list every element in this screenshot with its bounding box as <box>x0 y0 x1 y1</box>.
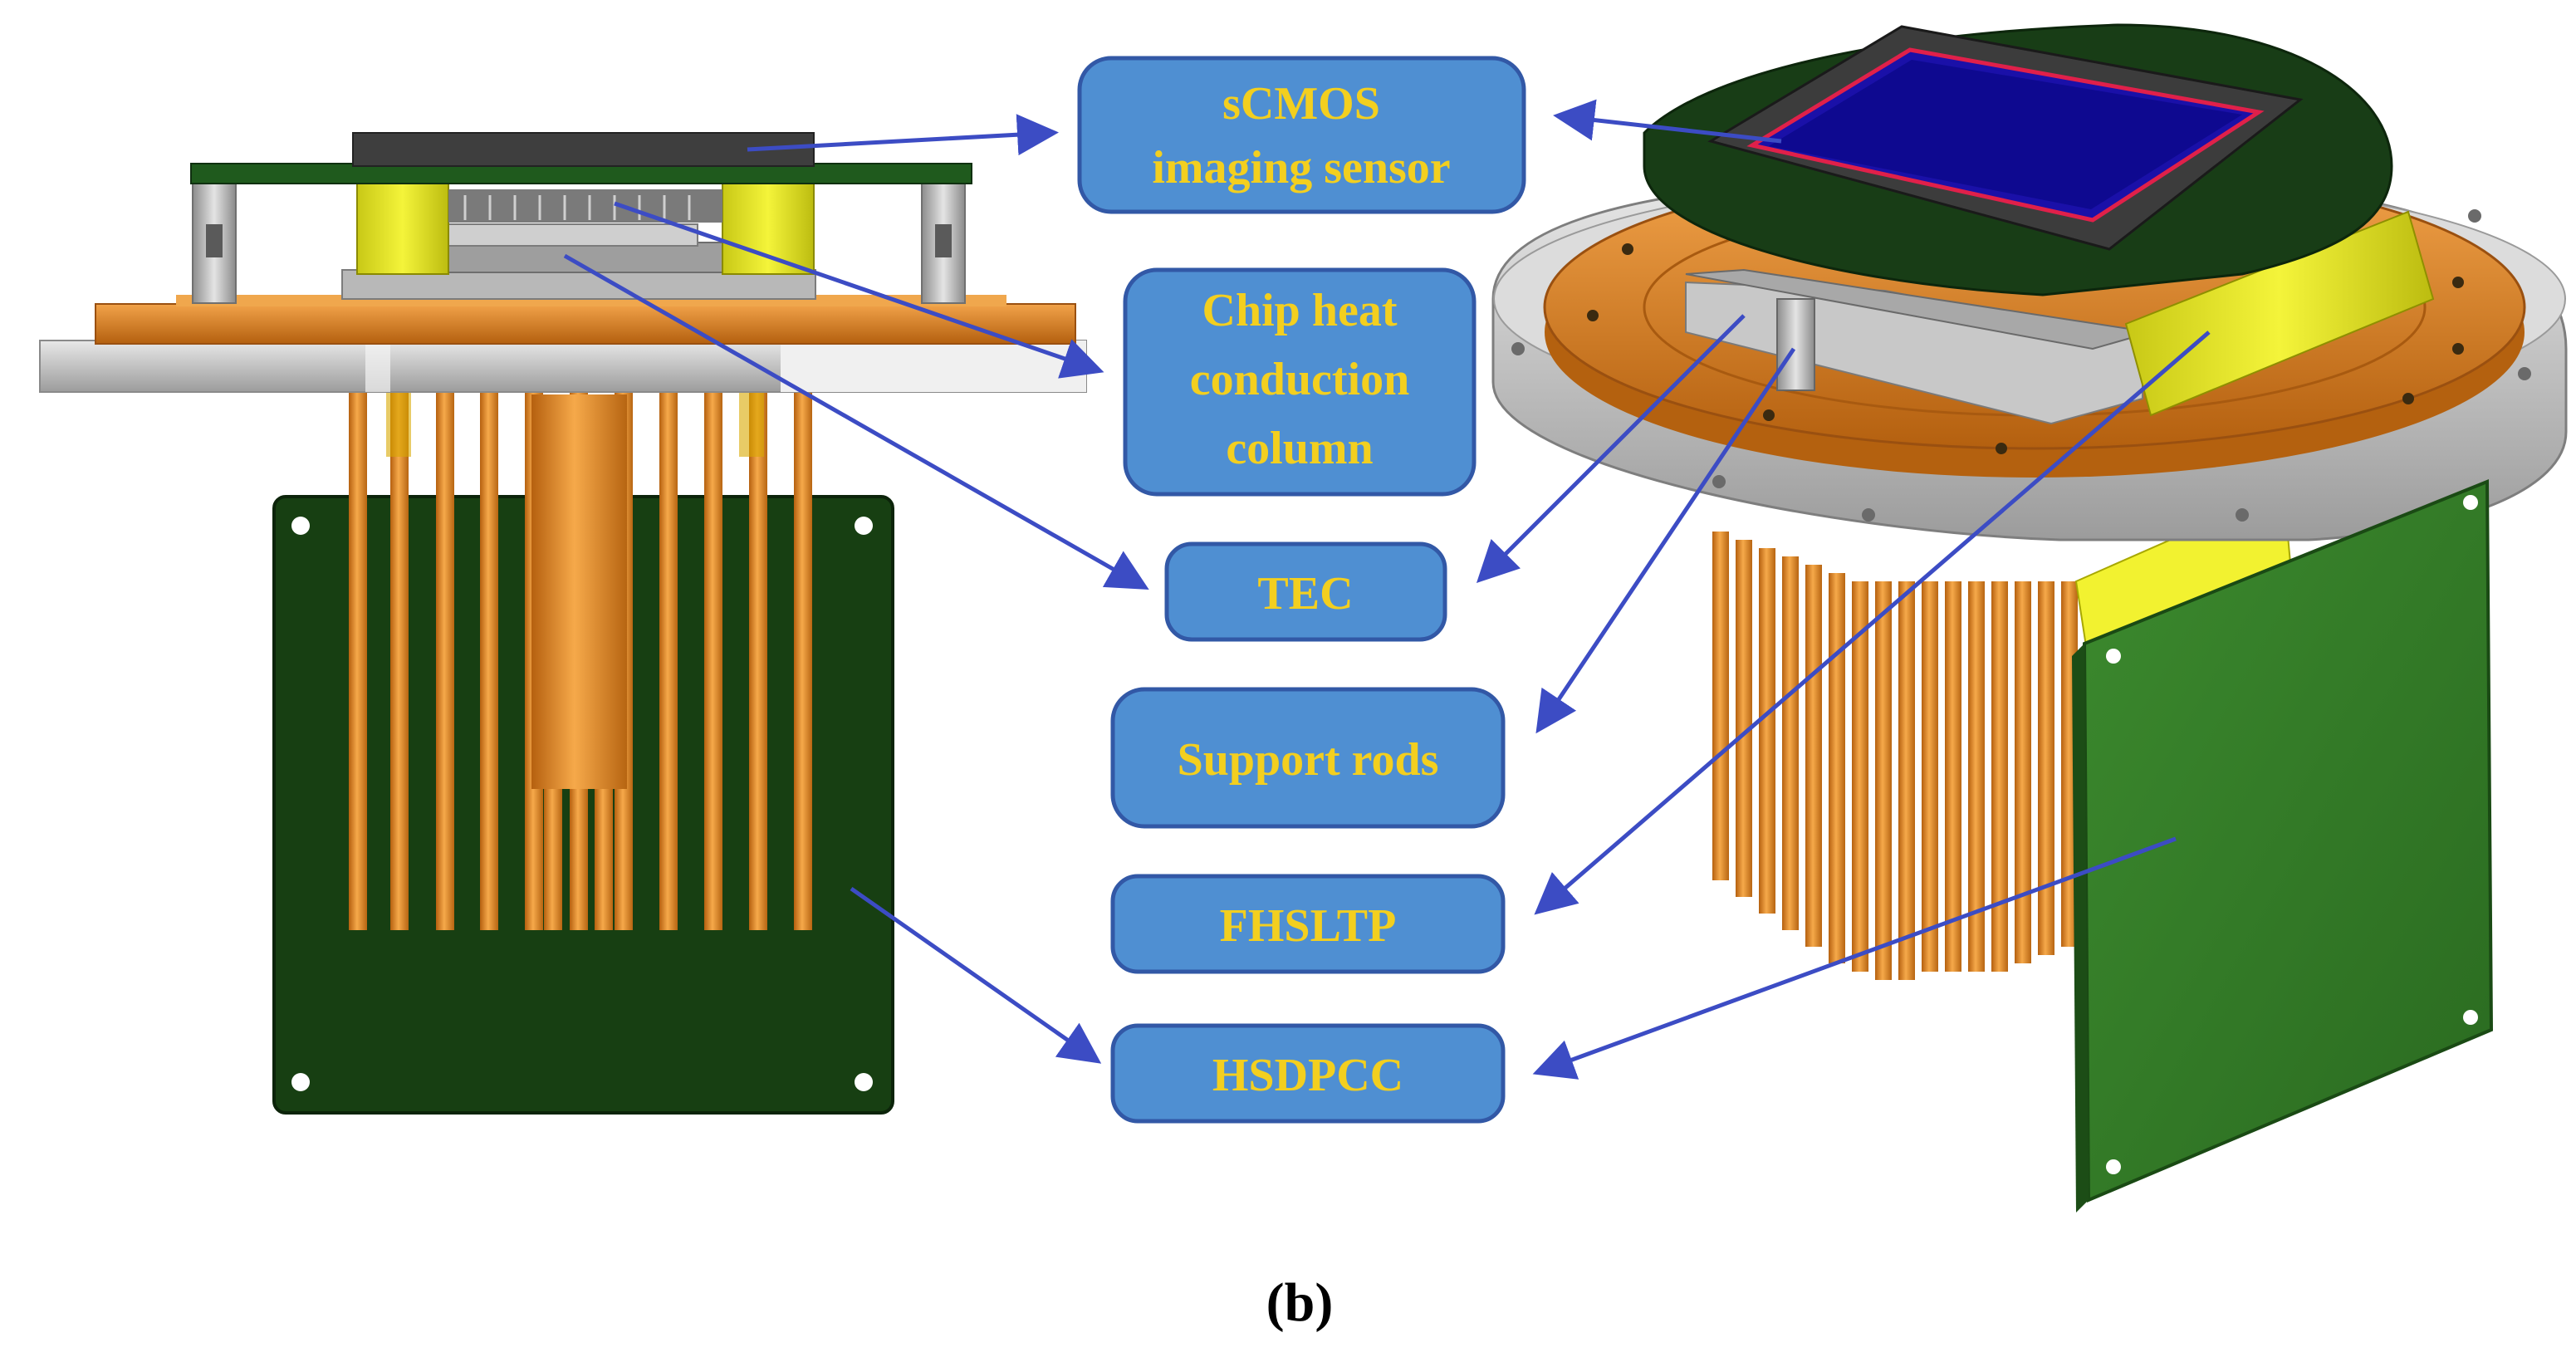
right-board-hole <box>2463 1010 2478 1025</box>
label-chip-line1: Chip heat <box>1202 285 1398 336</box>
arrow-support-rods-right <box>1535 347 1796 734</box>
left-board-hole <box>855 1073 873 1091</box>
label-tec: TEC <box>1257 568 1353 620</box>
left-board-hole <box>855 517 873 535</box>
arrow-scmos-right <box>1553 99 1782 144</box>
label-fhsltp-box: FHSLTP <box>1110 874 1506 974</box>
label-chip-line3: column <box>1226 423 1373 474</box>
right-assembly-3d-view <box>1491 23 2568 1213</box>
left-heat-pipes <box>349 390 812 930</box>
left-board-hole <box>291 1073 310 1091</box>
label-hsdpcc-box: HSDPCC <box>1110 1023 1506 1124</box>
label-support-rods-box: Support rods <box>1110 687 1506 829</box>
label-fhsltp: FHSLTP <box>1220 900 1397 952</box>
left-fhsltp-block <box>722 182 815 275</box>
arrow-fhsltp-right <box>1534 331 2211 915</box>
arrow-chip-left <box>614 201 1104 379</box>
left-board-hole <box>291 517 310 535</box>
arrow-hsdpcc-right <box>1532 836 2177 1080</box>
label-chip-line2: conduction <box>1190 354 1410 405</box>
label-hsdpcc: HSDPCC <box>1212 1050 1403 1101</box>
label-scmos-line1: sCMOS <box>1222 78 1380 130</box>
right-board-hole <box>2106 1159 2121 1174</box>
figure-caption: (b) <box>1266 1272 1334 1333</box>
label-tec-box: TEC <box>1164 541 1447 642</box>
right-heat-pipes <box>1712 532 2078 980</box>
arrow-tec-right <box>1476 314 1746 584</box>
arrow-tec-left <box>563 253 1149 590</box>
left-scmos-sensor <box>352 132 815 167</box>
label-scmos-line2: imaging sensor <box>1152 142 1450 194</box>
left-fhsltp-block <box>356 182 449 275</box>
arrow-scmos-left <box>747 114 1059 156</box>
leader-arrows <box>563 99 2211 1080</box>
right-support-rod <box>1776 298 1815 391</box>
left-assembly-side-view <box>39 132 1087 1115</box>
right-board-hole <box>2106 649 2121 664</box>
arrow-hsdpcc-left <box>850 886 1102 1064</box>
label-scmos-box: sCMOS imaging sensor <box>1077 56 1526 214</box>
label-chip-box: Chip heat conduction column <box>1123 267 1477 497</box>
label-support-rods: Support rods <box>1178 734 1439 786</box>
right-board-hole <box>2463 495 2478 510</box>
